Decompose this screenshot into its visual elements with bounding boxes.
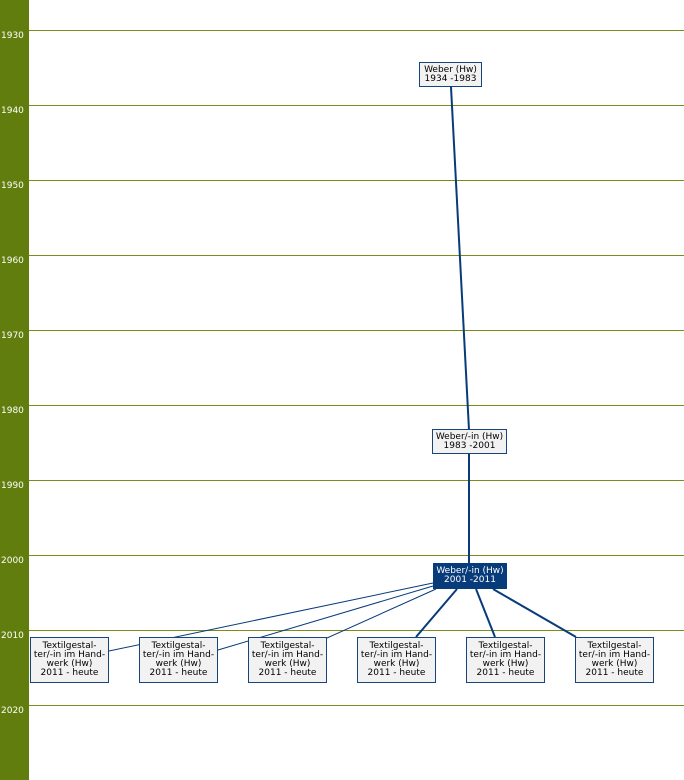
node-line: 2011 - heute [258, 668, 317, 678]
node-line: werk (Hw) [373, 659, 420, 669]
node-line: ter/-in im Hand- [142, 650, 215, 660]
year-gridline [29, 555, 684, 556]
year-label: 2000 [1, 556, 24, 566]
node-line: Textilgestal- [478, 641, 533, 651]
year-label: 1940 [1, 106, 24, 116]
year-label: 1970 [1, 331, 24, 341]
node-line: ter/-in im Hand- [251, 650, 324, 660]
year-label: 1980 [1, 406, 24, 416]
node-line: 1983 -2001 [443, 440, 496, 451]
timeline-axis [0, 0, 29, 780]
node-line: 1934 -1983 [424, 73, 477, 84]
year-label: 1990 [1, 481, 24, 491]
year-gridline [29, 105, 684, 106]
node-line: ter/-in im Hand- [360, 650, 433, 660]
year-gridline [29, 330, 684, 331]
year-gridline [29, 255, 684, 256]
node-line: 2011 - heute [476, 668, 535, 678]
year-label: 2020 [1, 706, 24, 716]
node-textil-3[interactable]: Textilgestal- ter/-in im Hand- werk (Hw)… [248, 637, 327, 683]
node-line: ter/-in im Hand- [469, 650, 542, 660]
node-textil-1[interactable]: Textilgestal- ter/-in im Hand- werk (Hw)… [30, 637, 109, 683]
year-gridline [29, 30, 684, 31]
node-line: werk (Hw) [155, 659, 202, 669]
node-line: Weber/-in (Hw) [435, 431, 504, 442]
node-line: 2011 - heute [585, 668, 644, 678]
node-line: Textilgestal- [369, 641, 424, 651]
node-line: werk (Hw) [591, 659, 638, 669]
node-line: Textilgestal- [151, 641, 206, 651]
year-label: 1950 [1, 181, 24, 191]
node-textil-5[interactable]: Textilgestal- ter/-in im Hand- werk (Hw)… [466, 637, 545, 683]
node-line: werk (Hw) [482, 659, 529, 669]
year-gridline [29, 405, 684, 406]
node-textil-6[interactable]: Textilgestal- ter/-in im Hand- werk (Hw)… [575, 637, 654, 683]
node-line: 2011 - heute [40, 668, 99, 678]
node-weber[interactable]: Weber (Hw) 1934 -1983 [419, 62, 482, 87]
node-line: werk (Hw) [264, 659, 311, 669]
year-gridline [29, 630, 684, 631]
node-weberin-2001[interactable]: Weber/-in (Hw) 2001 -2011 [433, 563, 507, 589]
link-to-textil-3 [326, 588, 437, 639]
year-label: 1930 [1, 31, 24, 41]
link-to-textil-5 [475, 588, 496, 638]
node-line: Textilgestal- [260, 641, 315, 651]
node-line: 2001 -2011 [444, 575, 496, 585]
link-weber-to-weberin-1983 [450, 86, 470, 431]
node-line: ter/-in im Hand- [33, 650, 106, 660]
node-weberin-1983[interactable]: Weber/-in (Hw) 1983 -2001 [432, 429, 507, 454]
link-to-textil-6 [492, 588, 577, 638]
year-gridline [29, 705, 684, 706]
year-label: 1960 [1, 256, 24, 266]
node-line: 2011 - heute [149, 668, 208, 678]
node-line: ter/-in im Hand- [578, 650, 651, 660]
year-gridline [29, 180, 684, 181]
node-line: Weber/-in (Hw) [436, 566, 504, 576]
node-line: 2011 - heute [367, 668, 426, 678]
link-to-textil-4 [415, 588, 458, 638]
year-gridline [29, 480, 684, 481]
year-label: 2010 [1, 631, 24, 641]
node-line: Textilgestal- [587, 641, 642, 651]
node-textil-2[interactable]: Textilgestal- ter/-in im Hand- werk (Hw)… [139, 637, 218, 683]
node-line: Textilgestal- [42, 641, 97, 651]
node-line: Weber (Hw) [424, 64, 477, 75]
node-line: werk (Hw) [46, 659, 93, 669]
node-textil-4[interactable]: Textilgestal- ter/-in im Hand- werk (Hw)… [357, 637, 436, 683]
